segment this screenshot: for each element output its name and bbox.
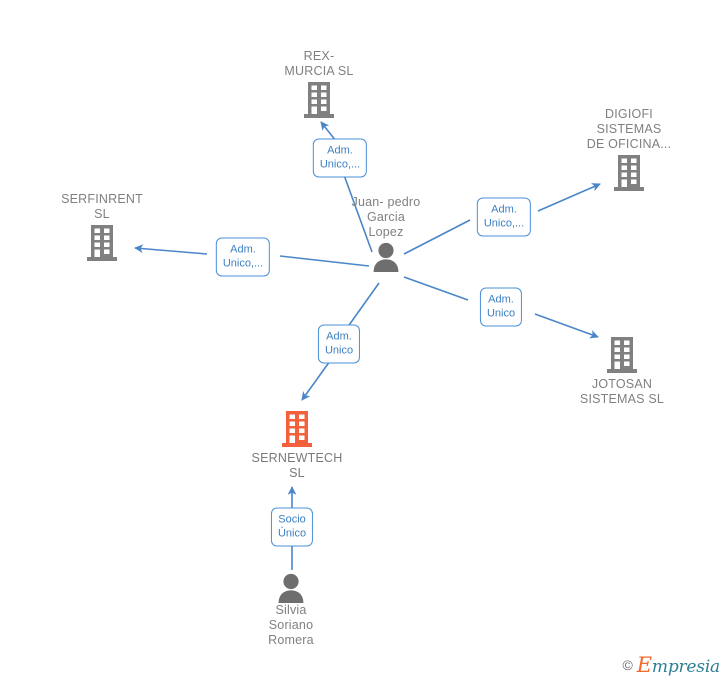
- edge-juan-to-jotosan-left: [403, 276, 469, 301]
- edge-label-juan-to-jotosan[interactable]: Adm. Unico: [479, 287, 523, 327]
- node-digiofi[interactable]: DIGIOFI SISTEMAS DE OFICINA...: [554, 104, 704, 192]
- building-icon: [87, 225, 117, 261]
- node-jotosan[interactable]: JOTOSAN SISTEMAS SL: [547, 336, 697, 407]
- node-label: SERNEWTECH SL: [251, 451, 343, 480]
- node-serfinrent[interactable]: SERFINRENT SL: [27, 189, 177, 262]
- building-icon: [282, 411, 312, 447]
- edge-juan-to-sernewtech-lower: [301, 360, 331, 401]
- building-icon: [304, 82, 334, 118]
- edge-label-juan-to-sernewtech[interactable]: Adm. Unico: [317, 324, 361, 364]
- brand-rest: mpresia: [651, 657, 720, 677]
- building-icon: [614, 155, 644, 191]
- node-label: SERFINRENT SL: [61, 192, 143, 221]
- person-icon: [278, 573, 304, 603]
- node-label: DIGIOFI SISTEMAS DE OFICINA...: [586, 107, 672, 151]
- brand-wordmark: Empresia: [637, 653, 720, 677]
- node-label: Juan- pedro Garcia Lopez: [351, 195, 421, 239]
- node-juan-pedro-garcia-lopez[interactable]: Juan- pedro Garcia Lopez: [311, 195, 461, 272]
- edge-juan-to-jotosan-right: [534, 313, 599, 339]
- person-icon: [373, 242, 399, 272]
- brand-initial: E: [636, 653, 652, 677]
- edge-label-juan-to-rex[interactable]: Adm. Unico,...: [312, 138, 368, 178]
- node-label: JOTOSAN SISTEMAS SL: [579, 377, 665, 406]
- edge-label-juan-to-digiofi[interactable]: Adm. Unico,...: [476, 197, 532, 237]
- watermark: © Empresia: [622, 653, 720, 677]
- node-label: Silvia Soriano Romera: [268, 603, 314, 647]
- edge-juan-to-sernewtech-upper: [346, 282, 380, 329]
- copyright-icon: ©: [622, 657, 633, 673]
- edge-label-juan-to-serfinrent[interactable]: Adm. Unico,...: [215, 237, 271, 277]
- building-icon: [607, 337, 637, 373]
- node-label: REX- MURCIA SL: [284, 49, 354, 78]
- node-rex-murcia[interactable]: REX- MURCIA SL: [244, 46, 394, 119]
- edge-label-silvia-to-sernewtech[interactable]: Socio Único: [270, 507, 314, 547]
- node-sernewtech[interactable]: SERNEWTECH SL: [222, 410, 372, 481]
- node-silvia-soriano-romera[interactable]: Silvia Soriano Romera: [216, 573, 366, 650]
